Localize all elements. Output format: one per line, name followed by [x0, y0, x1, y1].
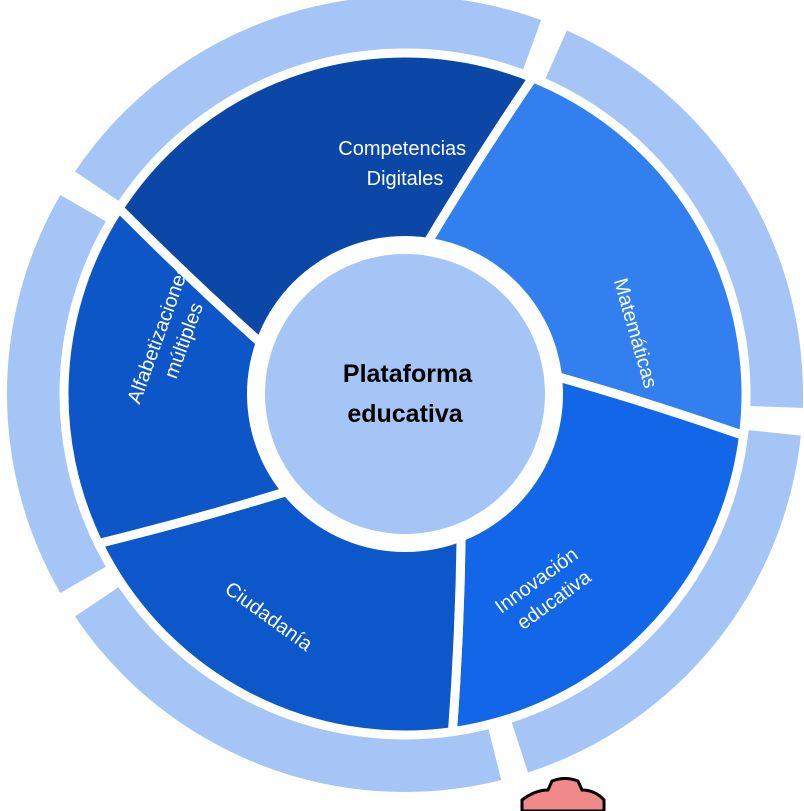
- center-title: Plataforma educativa: [343, 360, 479, 428]
- center-hub: Plataforma educativa: [247, 236, 563, 552]
- outer-ring-segment: [75, 584, 502, 793]
- logo-partial: [520, 777, 606, 811]
- outer-ring-segment: [6, 195, 110, 593]
- robot-logo-icon: [520, 777, 606, 811]
- center-circle[interactable]: [265, 254, 545, 534]
- competencias-digitales-label: Competencias Digitales: [338, 138, 471, 190]
